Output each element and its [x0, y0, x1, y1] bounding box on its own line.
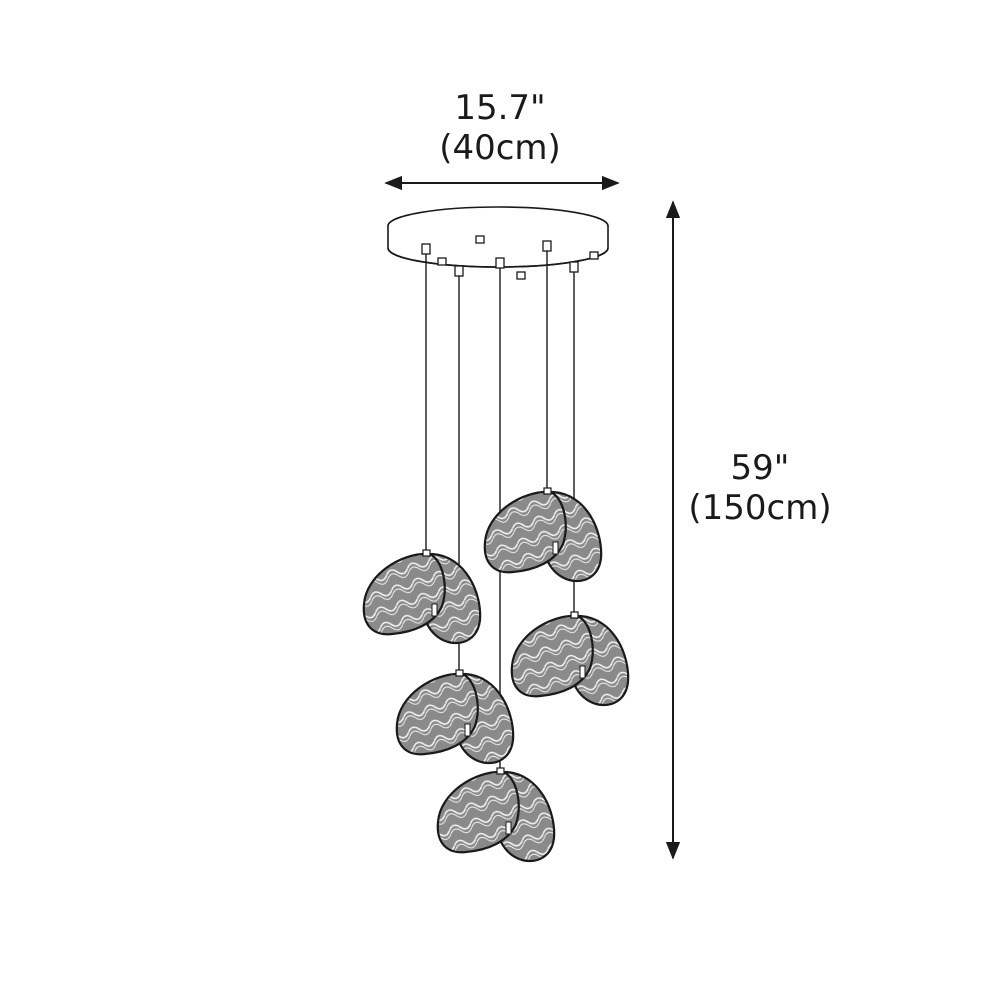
canopy-fixings [437, 235, 599, 280]
shade-front-leaf [395, 672, 479, 756]
shade-light-source [579, 665, 586, 679]
shade-cap [422, 549, 431, 557]
shade-front-leaf [510, 614, 594, 698]
shade-front-leaf [362, 552, 446, 636]
shade-cap [570, 611, 579, 619]
shade-front-leaf [436, 770, 520, 854]
height-inches: 59" [730, 448, 790, 488]
shade-front-leaf [483, 490, 567, 574]
shade-light-source [431, 603, 438, 617]
pendant-shade [395, 669, 515, 765]
width-dimension-label: 15.7" (40cm) [400, 88, 600, 168]
pendant-shade [436, 767, 556, 863]
shade-cap [455, 669, 464, 677]
ceiling-canopy [387, 206, 609, 268]
shade-light-source [552, 541, 559, 555]
shade-cap [496, 767, 505, 775]
pendant-shades [362, 487, 630, 863]
pendant-shade [510, 611, 630, 707]
pendant-shade [362, 549, 482, 645]
shade-light-source [505, 821, 512, 835]
pendant-shade [483, 487, 603, 583]
shade-cap [543, 487, 552, 495]
shade-light-source [464, 723, 471, 737]
width-cm: (40cm) [439, 128, 561, 168]
height-dimension-label: 59" (150cm) [660, 448, 860, 528]
width-inches: 15.7" [454, 88, 546, 128]
height-cm: (150cm) [688, 488, 832, 528]
